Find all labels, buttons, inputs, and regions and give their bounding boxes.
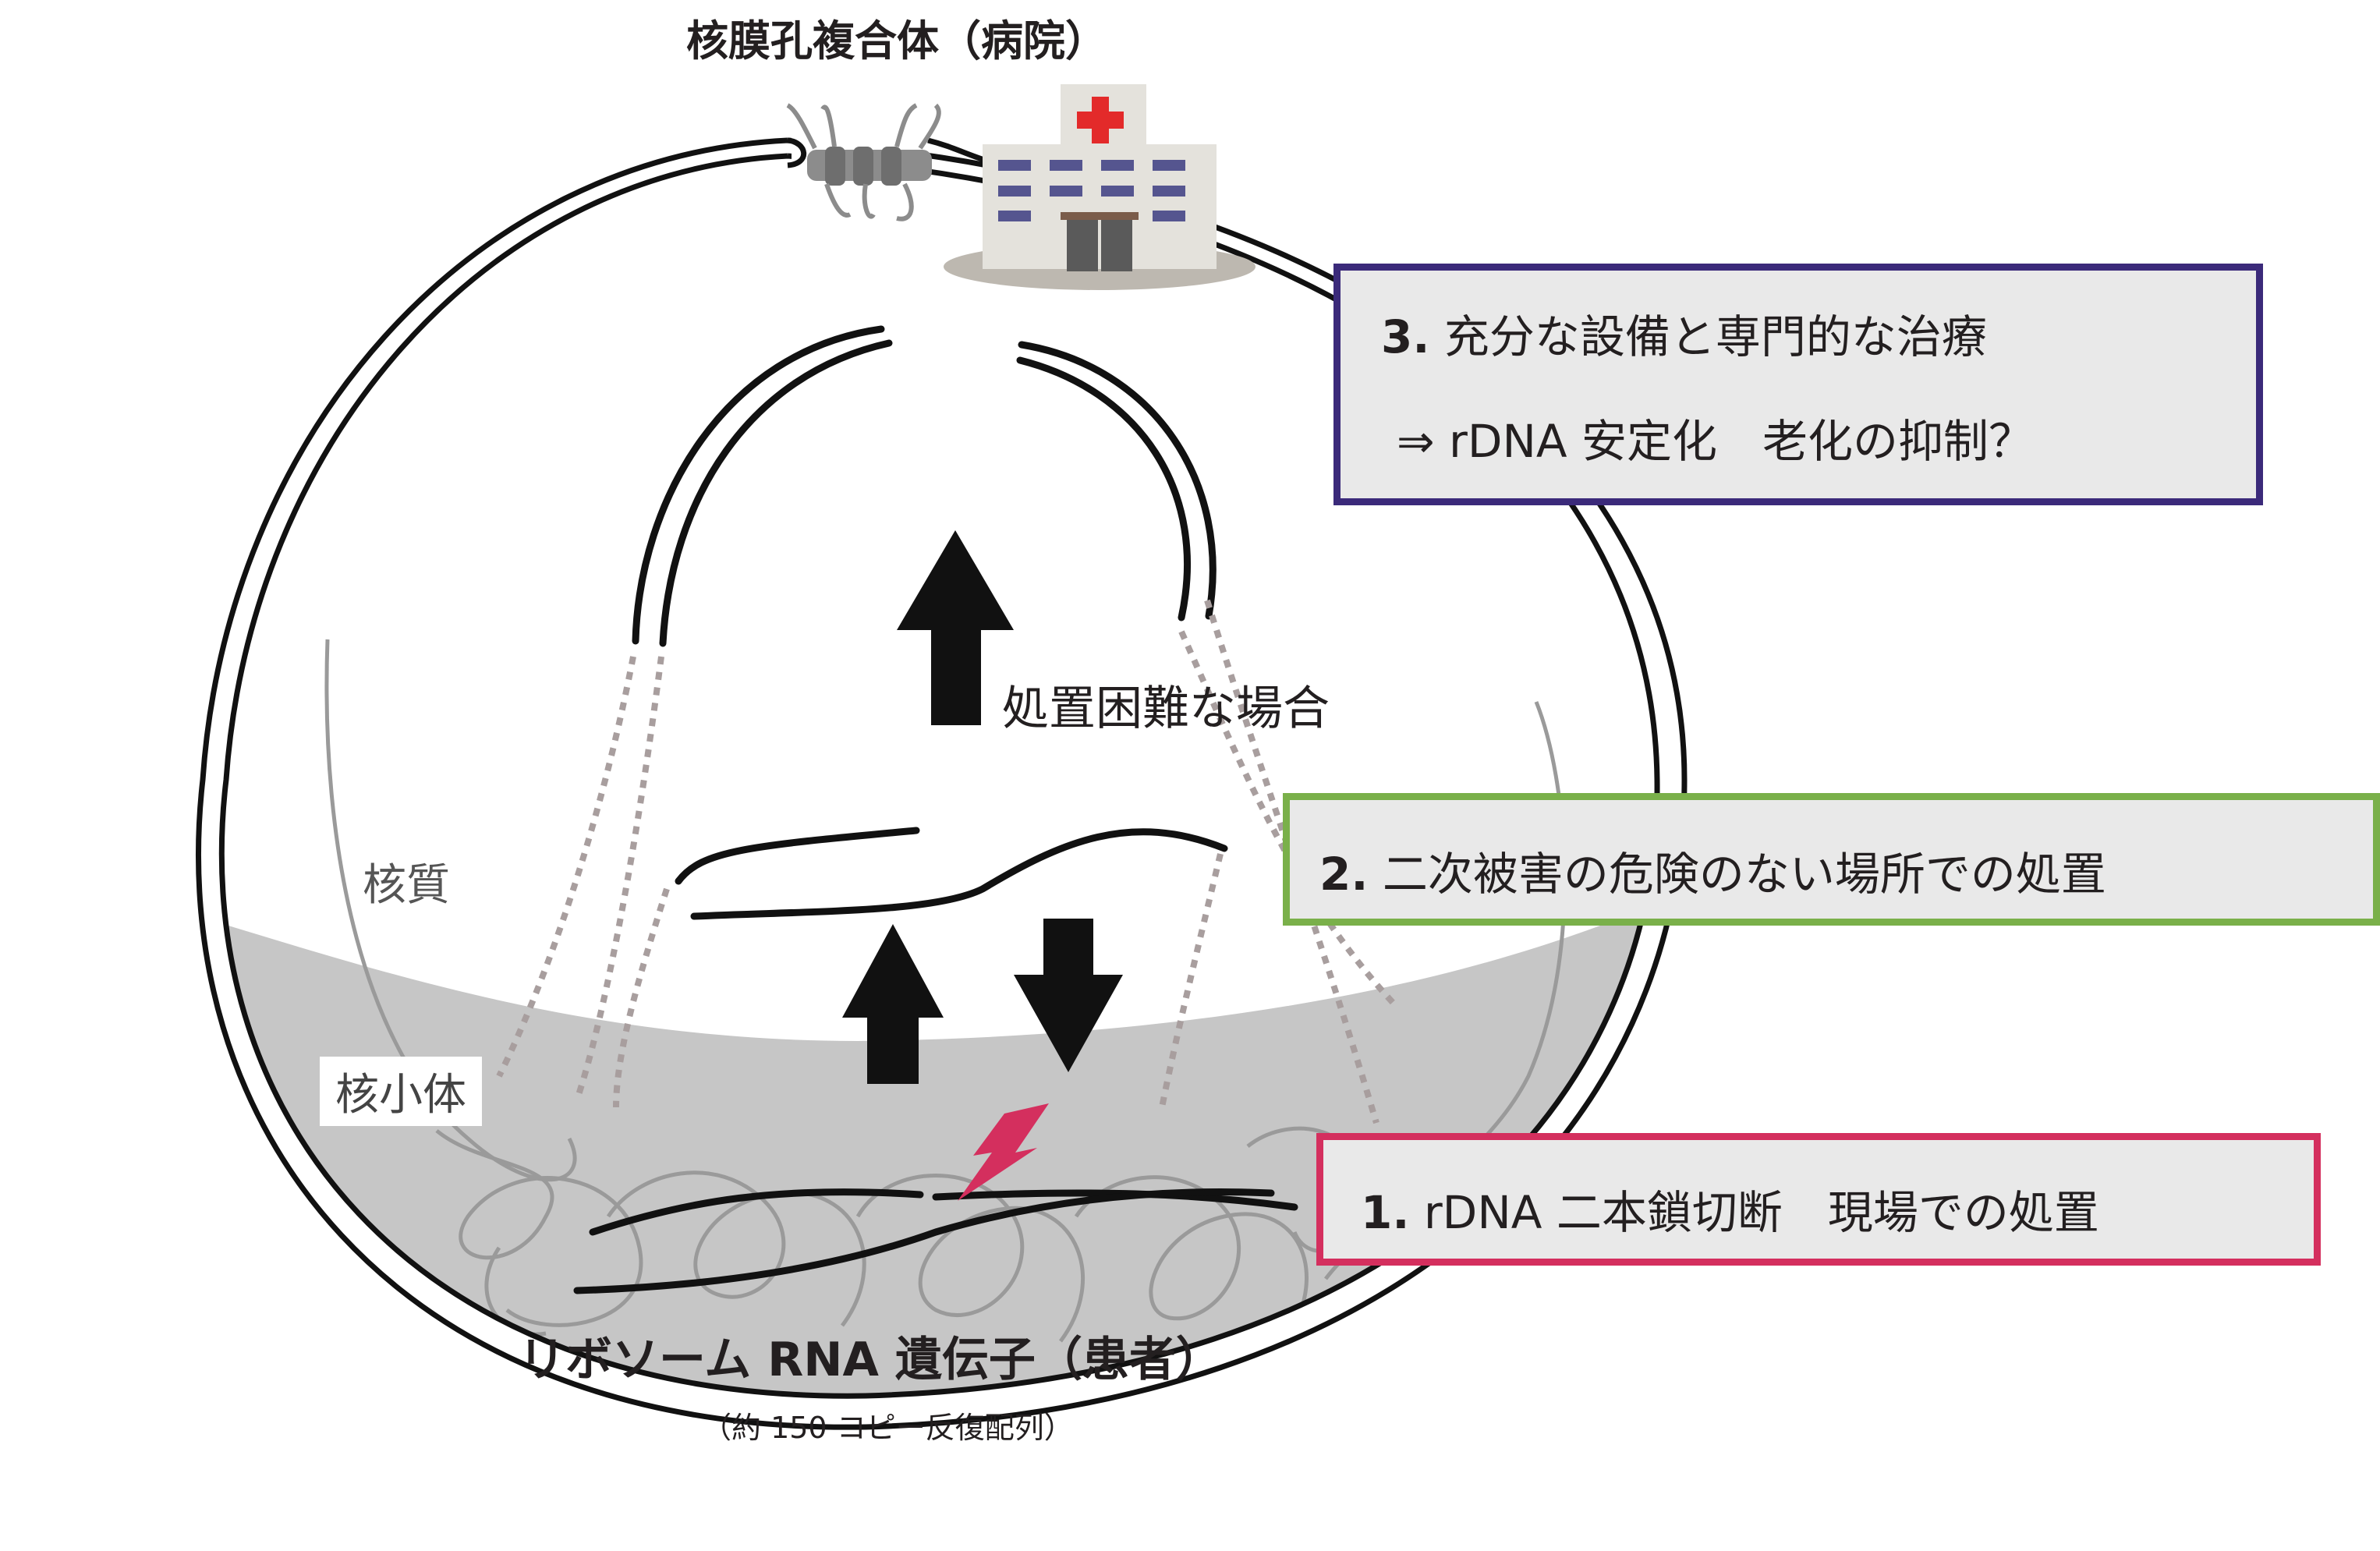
- arrow-down-small: [1014, 919, 1123, 1072]
- copy-number-note: （約 150 コピー反復配列）: [702, 1411, 1074, 1445]
- pore-membrane-left: [787, 137, 807, 168]
- nuclear-pore-icon: [786, 103, 941, 221]
- hospital-icon: [944, 84, 1256, 290]
- dotted-connectors: [496, 599, 1398, 1124]
- difficult-case-label: 処置困難な場合: [1002, 682, 1330, 736]
- rdna-gene-label: リボソーム RNA 遺伝子（患者）: [519, 1333, 1223, 1387]
- nuclear-pore-title: 核膜孔複合体（病院）: [686, 16, 1107, 66]
- arrow-up-small: [842, 924, 944, 1084]
- nucleoplasm-label: 核質: [363, 860, 450, 911]
- callout-3-outcome: ⇒ rDNA 安定化 老化の抑制？: [1397, 415, 2035, 468]
- dna-middle: [675, 827, 1228, 920]
- nucleolus-label: 核小体: [320, 1057, 482, 1126]
- callout-2-safe-place-treatment: 2. 二次被害の危険のない場所での処置: [1283, 793, 2380, 926]
- dna-top-loop: [632, 325, 1217, 647]
- callout-1-number: 1.: [1361, 1186, 1410, 1239]
- callout-1-onsite-treatment: 1. rDNA 二本鎖切断 現場での処置: [1316, 1133, 2321, 1266]
- callout-2-number: 2.: [1319, 848, 1369, 901]
- rdna-strands: [573, 1188, 1298, 1294]
- callout-3-text: 充分な設備と専門的な治療: [1443, 310, 1987, 363]
- callout-3-number: 3.: [1381, 310, 1430, 363]
- callout-2-text: 二次被害の危険のない場所での処置: [1382, 848, 2106, 901]
- lightning-bolt-icon: [958, 1103, 1049, 1201]
- arrow-up-large: [897, 530, 1014, 725]
- callout-1-text: rDNA 二本鎖切断 現場での処置: [1423, 1186, 2099, 1239]
- callout-3-nuclear-pore-treatment: 3. 充分な設備と専門的な治療 ⇒ rDNA 安定化 老化の抑制？: [1333, 264, 2263, 505]
